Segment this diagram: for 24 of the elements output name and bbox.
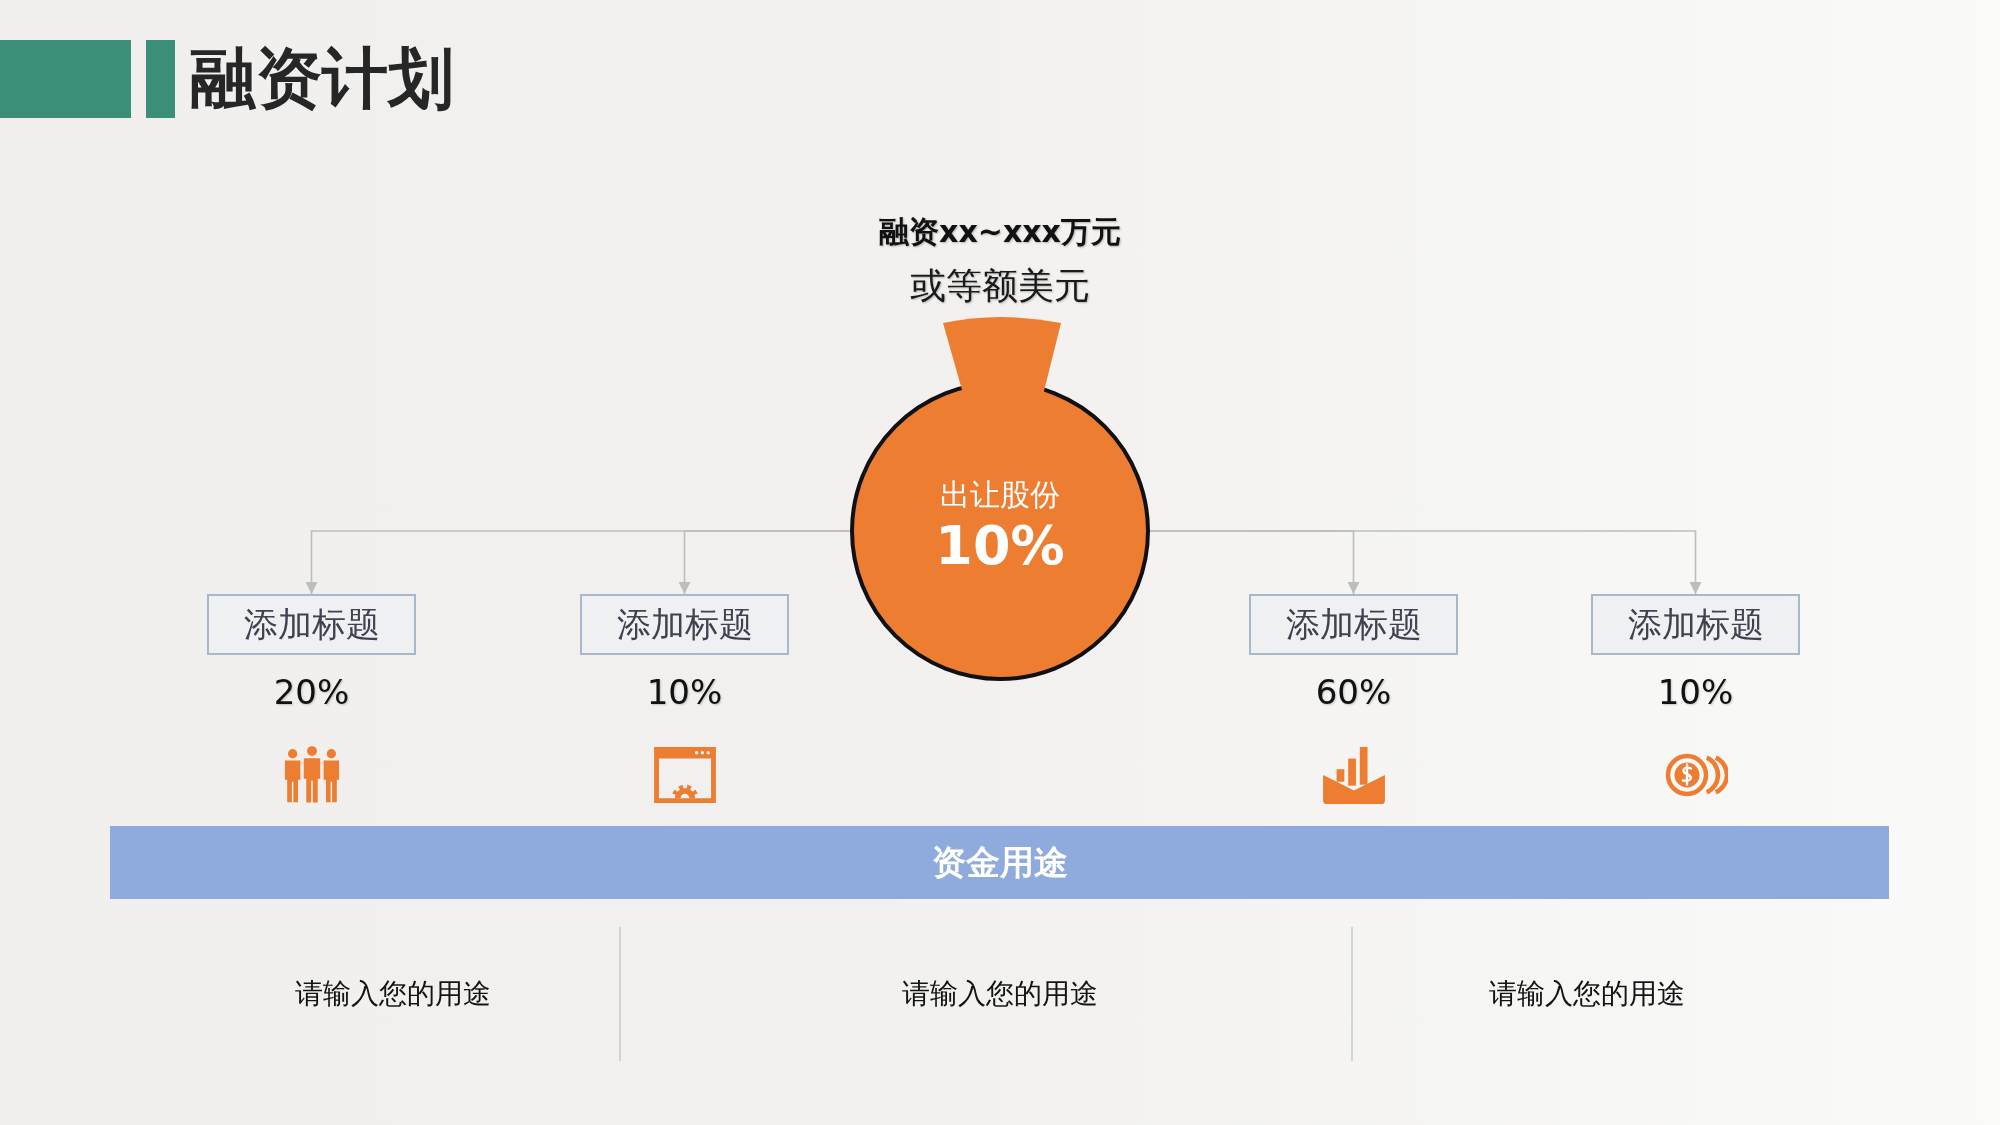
title-box (1591, 594, 1800, 655)
share-caption: 出让股份 (940, 477, 1060, 513)
title-box (580, 594, 789, 655)
box-title: 添加标题 (616, 602, 753, 646)
funding-amount-text: 融资xx~xxx万元 (879, 214, 1121, 250)
box-title: 添加标题 (1285, 602, 1422, 646)
usage-text: 请输入您的用途 (1489, 977, 1685, 1011)
box-title: 添加标题 (243, 602, 380, 646)
connector-arrow (1149, 530, 1702, 595)
percentage-text: 10% (646, 671, 723, 713)
percentage-text: 60% (1315, 671, 1392, 713)
currency-note-text: 或等额美元 (910, 264, 1090, 308)
section-banner (110, 826, 1889, 899)
connector-arrow (678, 530, 851, 595)
percentage-text: 10% (1657, 671, 1734, 713)
box-title: 添加标题 (1627, 602, 1764, 646)
title-box (207, 594, 416, 655)
usage-text: 请输入您的用途 (902, 977, 1098, 1011)
share-percentage: 10% (935, 514, 1065, 579)
page-title: 融资计划 (190, 40, 454, 118)
usage-text: 请输入您的用途 (295, 977, 491, 1011)
title-box (1249, 594, 1458, 655)
banner-title: 资金用途 (931, 840, 1068, 884)
percentage-text: 20% (273, 671, 350, 713)
